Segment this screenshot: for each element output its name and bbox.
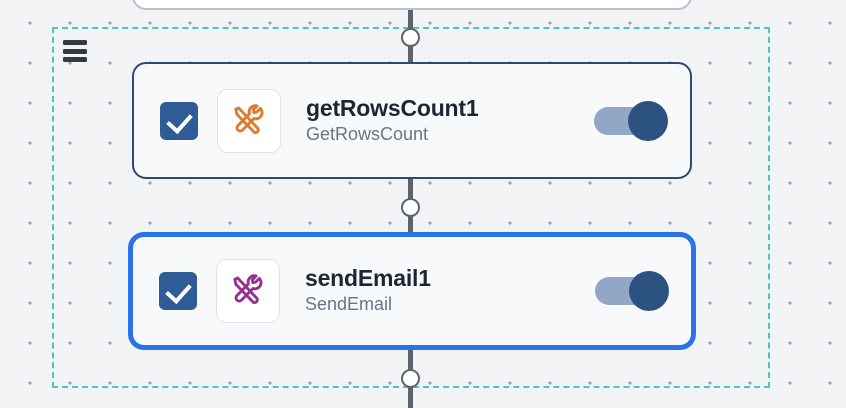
edge-line-to-node-2 (408, 215, 413, 235)
edge-line-from-node-1 (408, 178, 413, 202)
edge-line-from-node-2 (408, 349, 413, 371)
hamburger-menu-icon[interactable] (63, 40, 87, 62)
node-subtitle: GetRowsCount (306, 123, 429, 144)
node-title: getRowsCount1 (306, 94, 479, 121)
connector-handle-middle[interactable] (401, 198, 420, 217)
node-title: sendEmail1 (305, 265, 431, 292)
node-partial-above[interactable] (132, 0, 692, 10)
hamburger-bar (63, 40, 87, 45)
toggle-knob (629, 271, 669, 311)
edge-line-to-node-1 (408, 42, 413, 66)
edge-line-bottom (408, 386, 413, 408)
connector-handle-top[interactable] (401, 28, 420, 47)
tools-icon[interactable] (217, 88, 281, 153)
node-label-group: sendEmail1 SendEmail (305, 265, 595, 316)
node-get-rows-count[interactable]: getRowsCount1 GetRowsCount (132, 62, 692, 179)
node-enabled-checkbox[interactable] (160, 101, 198, 140)
tools-icon[interactable] (216, 259, 280, 323)
node-subtitle: SendEmail (305, 294, 393, 315)
node-send-email[interactable]: sendEmail1 SendEmail (128, 232, 696, 350)
hamburger-bar (63, 57, 87, 62)
node-active-toggle[interactable] (594, 100, 668, 141)
node-label-group: getRowsCount1 GetRowsCount (306, 95, 594, 146)
connector-handle-bottom[interactable] (401, 369, 420, 388)
toggle-knob (628, 100, 668, 141)
node-active-toggle[interactable] (595, 271, 669, 311)
edge-line-top (408, 0, 413, 33)
node-enabled-checkbox[interactable] (159, 272, 197, 310)
hamburger-bar (63, 48, 87, 54)
